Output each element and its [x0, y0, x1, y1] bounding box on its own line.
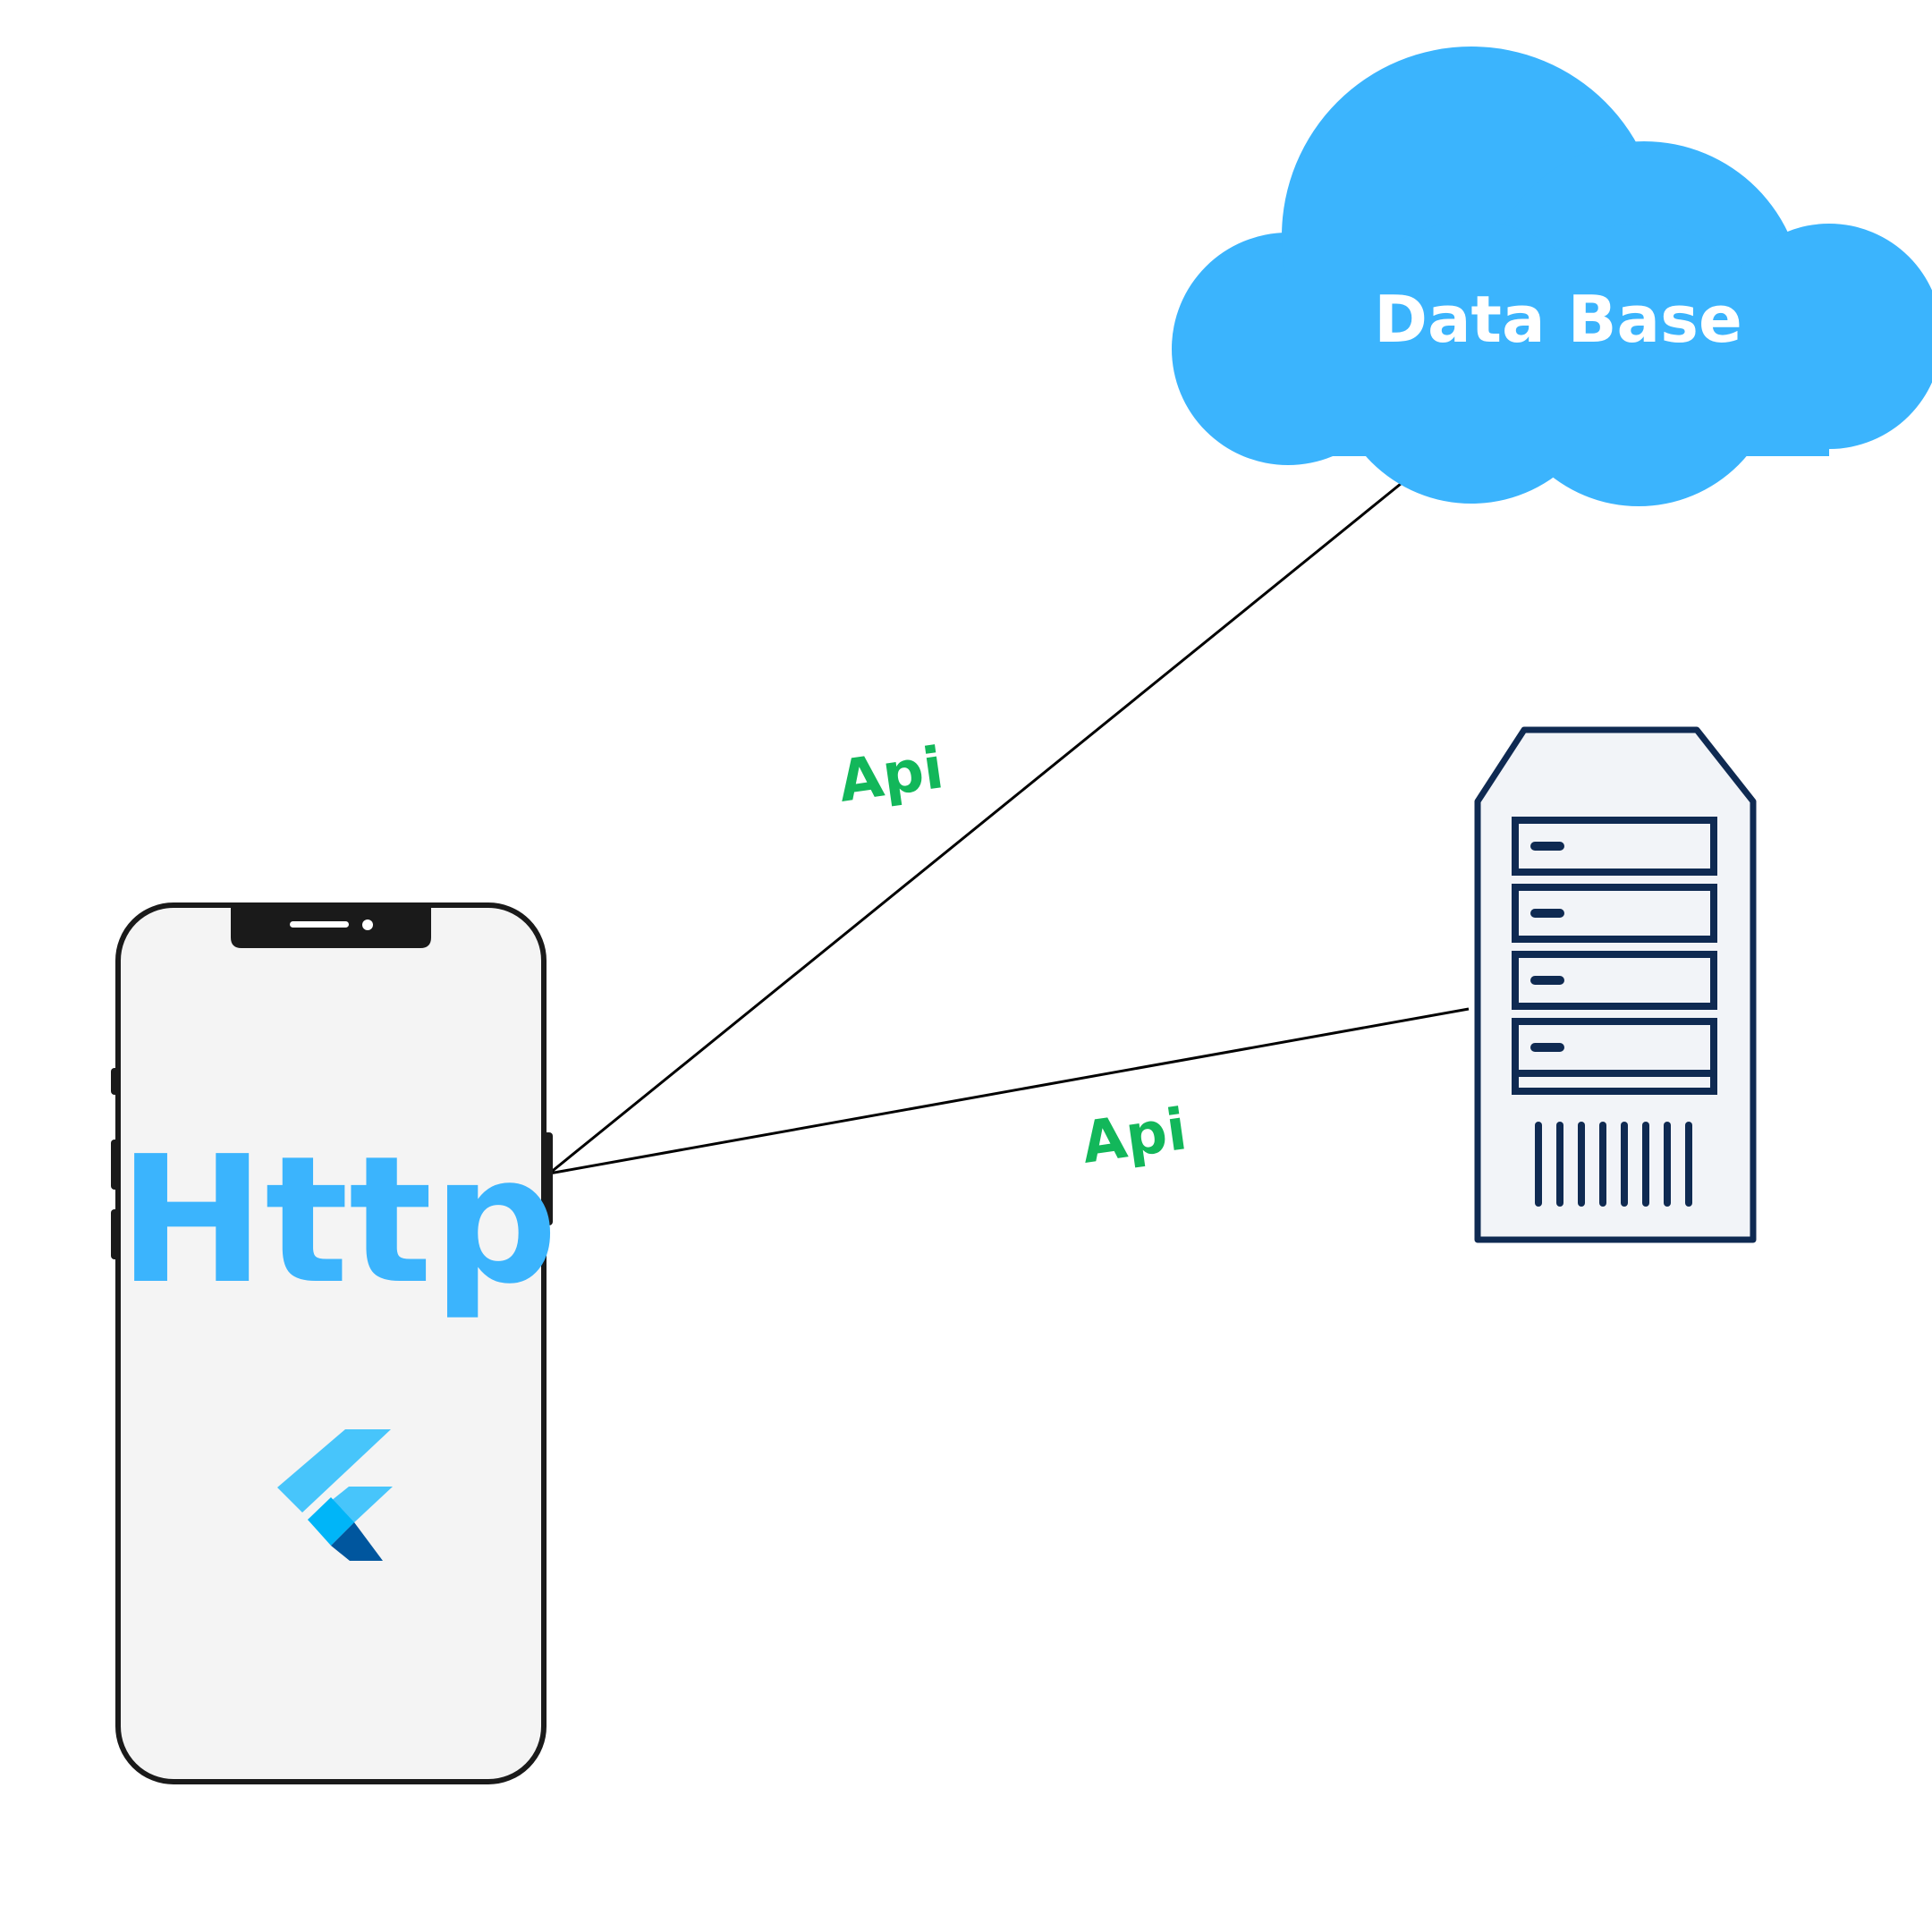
connector-phone-to-cloud	[548, 470, 1416, 1175]
smartphone-icon	[111, 902, 553, 1784]
connector-phone-to-server	[548, 1007, 1470, 1175]
api-label-cloud: Api	[835, 735, 947, 816]
cloud-icon	[1172, 47, 1932, 506]
phone-camera	[362, 919, 373, 930]
cloud-label: Data Base	[1374, 282, 1742, 357]
server-tower-icon	[1474, 726, 1757, 1243]
api-label-server: Api	[1078, 1097, 1191, 1177]
phone-screen	[115, 902, 547, 1784]
phone-label: Http	[118, 1119, 558, 1323]
phone-speaker	[290, 921, 349, 928]
flutter-logo-icon	[277, 1429, 393, 1561]
